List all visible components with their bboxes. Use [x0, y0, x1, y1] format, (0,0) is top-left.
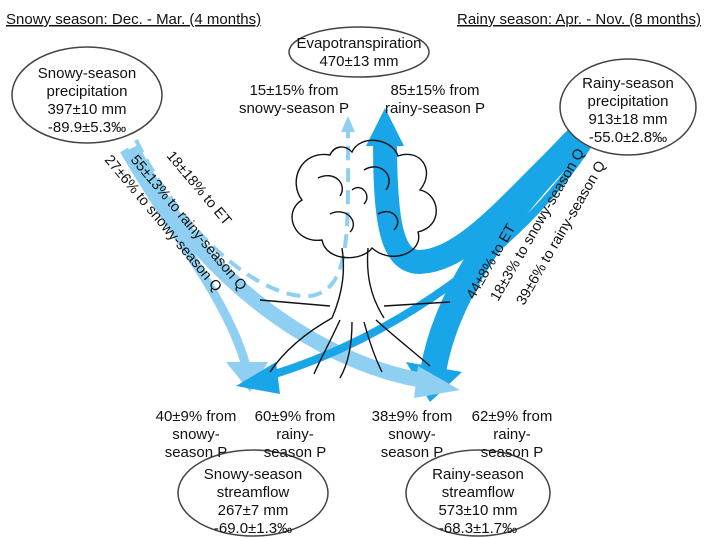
arrowhead-rainy-to-snowy-q [236, 362, 280, 394]
rainy-precip-isotope: -55.0±2.8‰ [589, 129, 667, 146]
rainy-flow-line-1: Rainy-season [432, 466, 524, 483]
arrowhead-snowy-to-rainy-q [414, 366, 460, 398]
snowy-flow-amount: 267±7 mm [218, 502, 289, 519]
rainy-season-header: Rainy season: Apr. - Nov. (8 months) [457, 11, 701, 28]
rq-from-snowy-line-3: season P [381, 444, 444, 461]
node-snowy-streamflow: Snowy-season streamflow 267±7 mm -69.0±1… [177, 449, 329, 537]
rainy-streamflow-ellipse [405, 449, 551, 537]
et-from-rainy-line-2: rainy-season P [385, 100, 485, 117]
flow-rainy-to-snowy-q [266, 142, 592, 380]
snowy-flow-line-1: Snowy-season [204, 466, 302, 483]
rq-from-snowy-line-2: snowy- [388, 426, 436, 443]
snowy-flow-line-2: streamflow [217, 484, 290, 501]
sq-from-rainy-line-2: rainy- [276, 426, 314, 443]
et-from-rainy-line-1: 85±15% from [390, 82, 479, 99]
sq-from-snowy-line-1: 40±9% from [156, 408, 237, 425]
snowy-precip-line-1: Snowy-season [38, 65, 136, 82]
snowy-precip-line-2: precipitation [47, 83, 128, 100]
rainy-flow-amount: 573±10 mm [438, 502, 517, 519]
rq-from-rainy-line-3: season P [481, 444, 544, 461]
node-rainy-precipitation: Rainy-season precipitation 913±18 mm -55… [559, 58, 697, 156]
arrowhead-et-snowy [341, 116, 355, 132]
snowy-precip-amount: 397±10 mm [47, 101, 126, 118]
snowy-flow-isotope: -69.0±1.3‰ [214, 520, 292, 537]
sq-from-snowy-line-2: snowy- [172, 426, 220, 443]
node-rainy-streamflow: Rainy-season streamflow 573±10 mm -68.3±… [405, 449, 551, 537]
snowy-precip-isotope: -89.9±5.3‰ [48, 119, 126, 136]
label-snow-to-snowy-q: 27±6% to snowy-season Q [101, 152, 225, 295]
rq-from-rainy-line-1: 62±9% from [472, 408, 553, 425]
node-evapotranspiration: Evapotranspiration 470±13 mm [288, 26, 430, 78]
rainy-precipitation-ellipse [559, 58, 697, 156]
sq-from-rainy-line-1: 60±9% from [255, 408, 336, 425]
rainy-flow-isotope: -68.3±1.7‰ [439, 520, 517, 537]
et-from-snowy-line-2: snowy-season P [239, 100, 349, 117]
rainy-flow-line-2: streamflow [442, 484, 515, 501]
snowy-streamflow-ellipse [177, 449, 329, 537]
et-from-snowy-line-1: 15±15% from [249, 82, 338, 99]
arrowhead-et-rainy [366, 108, 404, 146]
rainy-precip-line-1: Rainy-season [582, 75, 674, 92]
snowy-season-header: Snowy season: Dec. - Mar. (4 months) [6, 11, 261, 28]
snowy-precipitation-ellipse [11, 46, 163, 144]
tree-illustration [259, 139, 451, 379]
sq-from-rainy-line-3: season P [264, 444, 327, 461]
et-ellipse [288, 26, 430, 78]
sq-from-snowy-line-3: season P [165, 444, 228, 461]
rainy-precip-line-2: precipitation [588, 93, 669, 110]
rq-from-snowy-line-1: 38±9% from [372, 408, 453, 425]
et-line-1: Evapotranspiration [296, 35, 421, 52]
arrowhead-snowy-q [226, 362, 268, 392]
flow-snowy-to-et [134, 129, 351, 299]
rainy-precip-amount: 913±18 mm [588, 111, 667, 128]
flow-snowy-to-snowy-q [120, 147, 251, 368]
node-snowy-precipitation: Snowy-season precipitation 397±10 mm -89… [11, 46, 163, 144]
rq-from-rainy-line-2: rainy- [493, 426, 531, 443]
et-amount: 470±13 mm [319, 53, 398, 70]
flow-snowy-to-rainy-q [125, 144, 422, 388]
